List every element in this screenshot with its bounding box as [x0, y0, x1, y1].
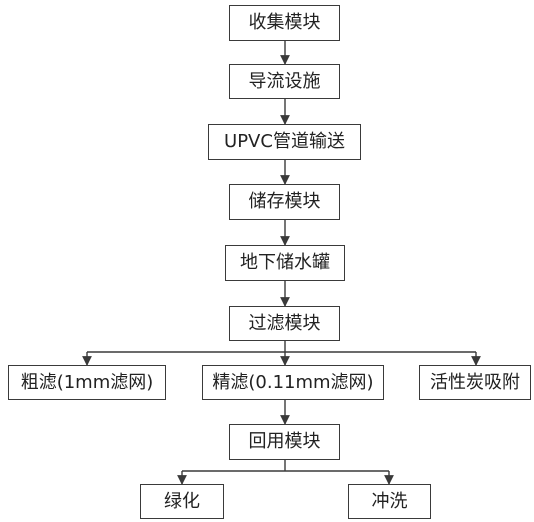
node-underground-tank: 地下储水罐 — [225, 245, 345, 281]
node-upvc-pipe: UPVC管道输送 — [208, 124, 361, 160]
node-filter-module: 过滤模块 — [229, 306, 340, 341]
node-collect-module: 收集模块 — [229, 5, 340, 41]
node-reuse-module: 回用模块 — [229, 424, 340, 460]
node-fine-filter: 精滤(0.11mm滤网) — [202, 365, 384, 400]
node-storage-module: 储存模块 — [229, 184, 340, 220]
node-activated-carbon: 活性炭吸附 — [419, 365, 531, 400]
node-flushing: 冲洗 — [348, 484, 431, 519]
node-greening: 绿化 — [140, 484, 224, 519]
node-guide-facility: 导流设施 — [229, 64, 340, 99]
node-coarse-filter: 粗滤(1mm滤网) — [8, 365, 166, 400]
